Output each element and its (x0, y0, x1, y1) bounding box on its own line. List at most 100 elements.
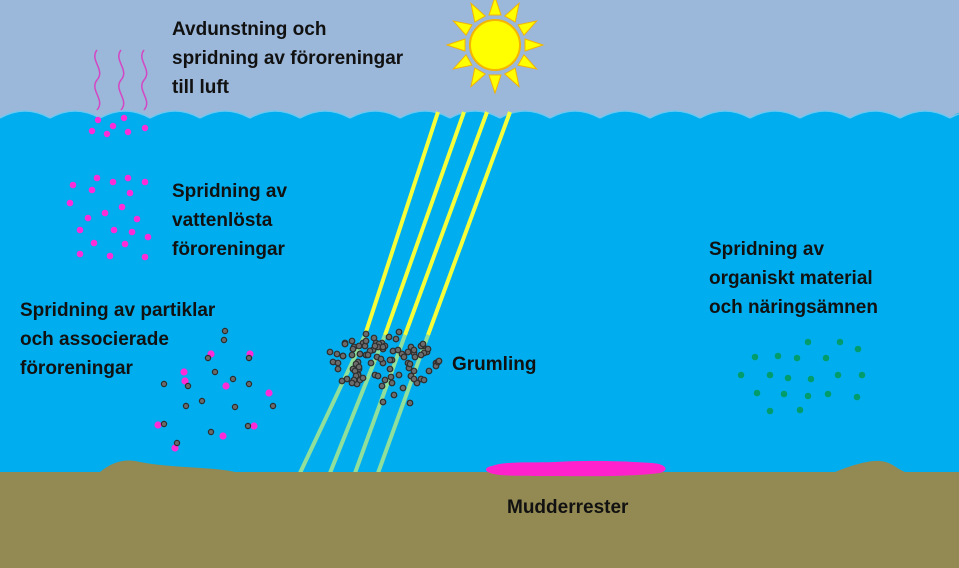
turbidity-particle (406, 399, 414, 407)
turbidity-particle (367, 359, 375, 367)
sun-ray (470, 67, 487, 88)
organic-dot (807, 375, 815, 383)
sunbeam-lower (298, 334, 367, 474)
organic-dot (834, 371, 842, 379)
organic-dot (774, 352, 782, 360)
turbidity-particle (370, 334, 378, 342)
pollutant-dot (84, 214, 92, 222)
pollutant-dot (141, 178, 149, 186)
pollutant-dot (124, 128, 132, 136)
turbidity-particle (388, 379, 396, 387)
particle-dot (204, 354, 212, 362)
pollutant-dot (109, 178, 117, 186)
pollutant-dot (76, 226, 84, 234)
dissolved-pollutants (66, 174, 152, 261)
turbidity-particle (381, 376, 389, 384)
organic-dot (793, 354, 801, 362)
turbidity-particle (419, 340, 427, 348)
particle-dot (211, 368, 219, 376)
turbidity-particle (386, 356, 394, 364)
pollutant-dot (180, 368, 188, 376)
sun-icon (445, 0, 545, 95)
pollutant-dot (124, 174, 132, 182)
turbidity-particle (355, 363, 363, 371)
wave-crest (749, 110, 801, 119)
turbidity-particle (362, 337, 370, 345)
organic-dot (854, 345, 862, 353)
turbidity-particle (378, 382, 386, 390)
turbidity-particle (400, 353, 408, 361)
turbidity-particle (364, 351, 372, 359)
sun-ray (452, 53, 473, 70)
pollutant-dot (103, 130, 111, 138)
pollutant-dot (76, 250, 84, 258)
particle-dot (160, 420, 168, 428)
pollutant-dot (265, 389, 273, 397)
pollutant-dot (171, 444, 179, 452)
pollutant-dot (110, 226, 118, 234)
turbidity-particle (411, 353, 419, 361)
label-organic: Spridning av organiskt material och näri… (709, 239, 878, 318)
label-evaporation: Avdunstning och spridning av föroreninga… (172, 19, 404, 98)
organic-dot (784, 374, 792, 382)
wave-crest (799, 110, 851, 119)
particle-dot (184, 382, 192, 390)
particle-dot (173, 439, 181, 447)
sun-ray (517, 53, 538, 70)
particle-dot (244, 422, 252, 430)
label-turbidity: Grumling (452, 354, 537, 375)
wave-crest (599, 110, 651, 119)
sun-ray (524, 38, 545, 52)
organic-dot (858, 371, 866, 379)
wave-crest (849, 110, 901, 119)
pollutant-dot (250, 422, 258, 430)
sun-ray (445, 38, 466, 52)
particle-dot (231, 403, 239, 411)
turbidity-particle (334, 365, 342, 373)
pollutant-dot (93, 174, 101, 182)
pollutant-dot (128, 228, 136, 236)
particle-dot (269, 402, 277, 410)
organic-dot (753, 389, 761, 397)
pollutant-dot (222, 382, 230, 390)
evaporating-pollutants (88, 114, 149, 138)
wave-crest (949, 113, 959, 119)
turbidity-particle (395, 328, 403, 336)
pollutant-dot (106, 252, 114, 260)
wave-crest (899, 110, 951, 119)
wave-crest (249, 110, 301, 119)
turbidity-particle (348, 379, 356, 387)
organic-dot (836, 338, 844, 346)
sun-ray (488, 74, 502, 95)
sunbeam-upper (426, 111, 512, 336)
organic-dot (853, 393, 861, 401)
particle-dot (198, 397, 206, 405)
pollutant-dot (69, 181, 77, 189)
sun-ray (488, 0, 502, 16)
pollutant-dot (181, 377, 189, 385)
turbidity-particle (387, 373, 395, 381)
turbidity-particle (435, 357, 443, 365)
turbidity-particle (392, 335, 400, 343)
pollutant-dot (121, 240, 129, 248)
particle-dot (229, 375, 237, 383)
turbidity-particle (371, 342, 379, 350)
wave-crest (399, 110, 451, 119)
organic-dot (822, 354, 830, 362)
pollutant-dot (109, 122, 117, 130)
turbidity-particle (386, 365, 394, 373)
wave-crest (699, 110, 751, 119)
organic-dot (804, 392, 812, 400)
turbidity-particle (410, 346, 418, 354)
pollutant-dot (141, 124, 149, 132)
sun-ray (470, 2, 487, 23)
turbidity-particle (379, 398, 387, 406)
turbidity-cloud (326, 328, 443, 407)
sun-ray (517, 20, 538, 37)
pollutant-dot (88, 127, 96, 135)
turbidity-particle (326, 348, 334, 356)
turbidity-particle (410, 375, 418, 383)
label-dissolved: Spridning av vattenlösta föroreningar (172, 181, 288, 260)
pollutant-dot (66, 199, 74, 207)
particle-dot (245, 380, 253, 388)
